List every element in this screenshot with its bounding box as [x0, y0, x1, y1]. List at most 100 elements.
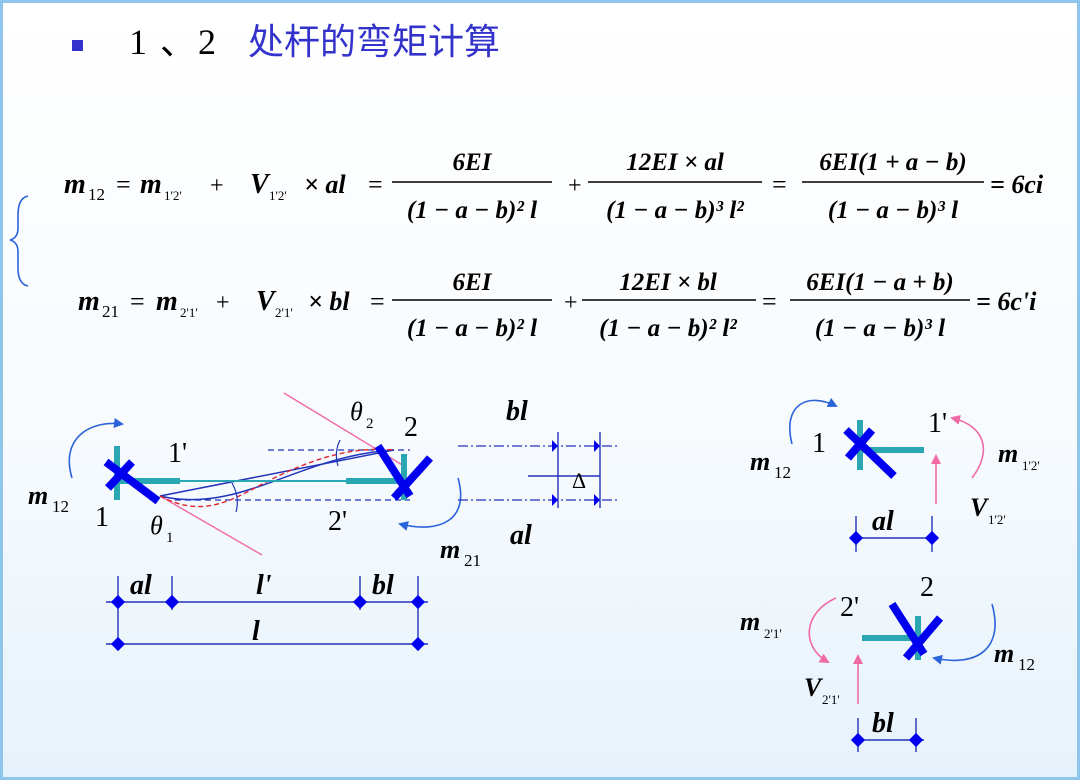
fbd-top-m12: m	[750, 447, 770, 476]
dim-tick-6	[410, 636, 426, 652]
eq2-lhs-sub: 21	[102, 302, 119, 321]
node2-member-stub	[391, 455, 433, 501]
dim-l-label: l	[252, 616, 260, 647]
beam-node1-label: 1	[95, 502, 109, 533]
fbd-top-member-stub	[844, 427, 876, 461]
eq2-equals-3: =	[762, 287, 777, 316]
eq2-frac1-den: (1 − a − b)² l	[407, 315, 537, 342]
fbd-top-m1p2p: m	[998, 439, 1018, 468]
frame-right	[1077, 0, 1080, 780]
fbd-top-m12-sub: 12	[774, 463, 791, 482]
beam-theta1-label: θ	[150, 511, 163, 540]
fbd-top-m1p2p-arrow	[950, 414, 985, 479]
eq2-result: = 6c'i	[976, 287, 1037, 316]
eq1-result: = 6ci	[990, 170, 1044, 199]
dim-al-label: al	[130, 570, 152, 601]
chord-line	[159, 449, 395, 497]
fbd-bottom-m12-arrow	[932, 603, 996, 665]
beam-m21-sub: 21	[464, 551, 481, 570]
eq2-frac3-num: 6EI(1 − a + b)	[806, 269, 953, 296]
eq1-plus: +	[210, 173, 224, 199]
offset-tick-4	[594, 494, 600, 506]
fbd-bottom-member-stub	[902, 615, 944, 661]
eq2-lhs: m	[78, 286, 100, 317]
beam-bl-top-label: bl	[506, 396, 528, 427]
eq1-frac2-den: (1 − a − b)³ l²	[606, 197, 744, 224]
eq2-equals-2: =	[370, 287, 385, 316]
beam-node2p-label: 2'	[328, 506, 347, 537]
fbd-bottom-m2p1p-sub: 2'1'	[764, 626, 782, 641]
frame-top	[0, 0, 1080, 3]
eq2-term2-tail: × bl	[308, 287, 350, 316]
eq2-plus: +	[216, 290, 230, 316]
dim-lp-label: l'	[256, 570, 272, 601]
beam-al-label: al	[510, 520, 532, 551]
eq2-term1: m	[156, 286, 178, 317]
eq2-term2-sub: 2'1'	[275, 305, 293, 320]
eq2-plus-2: +	[564, 290, 578, 316]
equation-brace	[9, 195, 29, 287]
beam-m12-sub: 12	[52, 497, 69, 516]
m21-arrow	[398, 477, 462, 531]
beam-theta2-label: θ	[350, 397, 363, 426]
beam-theta1-sub: 1	[166, 530, 174, 546]
fbd-bottom-v: V	[804, 673, 824, 702]
fbd-top-v: V	[970, 493, 990, 522]
equation-1: m 12 = m 1'2' + V 1'2' × al = 6EI (1 − a…	[64, 149, 1044, 224]
eq1-term1-sub: 1'2'	[164, 188, 182, 203]
node1-member-stub	[105, 459, 135, 491]
eq1-frac3-num: 6EI(1 + a − b)	[819, 149, 966, 176]
eq1-frac3-den: (1 − a − b)³ l	[828, 197, 958, 224]
offset-tick-1	[552, 440, 558, 452]
equation-2: m 21 = m 2'1' + V 2'1' × bl = 6EI (1 − a…	[78, 269, 1037, 342]
fbd-bottom-dim-bl: bl	[872, 708, 894, 739]
fbd-top-tick-2	[924, 530, 940, 546]
dim-tick-3	[352, 594, 368, 610]
fbd-bottom-node2p: 2'	[840, 592, 859, 623]
frame-bottom	[0, 777, 1080, 780]
eq2-frac1-num: 6EI	[453, 269, 493, 296]
bullet-icon	[72, 39, 83, 51]
beam-node1p-label: 1'	[168, 438, 187, 469]
eq1-equals: =	[116, 170, 131, 199]
beam-theta2-sub: 2	[366, 416, 374, 432]
node1-member	[103, 458, 161, 505]
eq1-frac2-num: 12EI × al	[626, 149, 724, 176]
offset-tick-3	[552, 494, 558, 506]
dim-tick-4	[410, 594, 426, 610]
eq1-equals-3: =	[772, 170, 787, 199]
fbd-top-tick-1	[848, 530, 864, 546]
fbd-top-m1p2p-sub: 1'2'	[1022, 458, 1040, 473]
eq1-term2-sub: 1'2'	[269, 188, 287, 203]
beam-m12-label: m	[28, 481, 48, 510]
slide-title: 1 、2 处杆的弯矩计算	[72, 14, 500, 64]
fbd-bottom: 2 2' m 2'1' m 12 V 2'1' bl	[740, 572, 1035, 752]
eq1-term2-tail: × al	[304, 170, 346, 199]
beam-node2-label: 2	[404, 412, 418, 443]
frame-left	[0, 0, 3, 780]
fbd-top-v-sub: 1'2'	[988, 512, 1006, 527]
fbd-top: 1 1' m 12 m 1'2' V 1'2' al	[750, 397, 1040, 552]
fbd-top-node1: 1	[812, 428, 826, 459]
fbd-top-m12-arrow	[789, 397, 838, 445]
m12-arrow	[68, 418, 124, 479]
rotation-line-1	[159, 495, 263, 556]
eq2-frac3-den: (1 − a − b)³ l	[815, 315, 945, 342]
theta2-arc	[335, 439, 341, 467]
beam-delta-label: Δ	[572, 468, 586, 493]
fbd-bottom-v-sub: 2'1'	[822, 692, 840, 707]
eq2-equals: =	[130, 287, 145, 316]
beam-diagram: m 12 1 1' θ 1 θ 2 2 2' m 21 bl Δ al	[28, 392, 620, 652]
fbd-bottom-m12: m	[994, 639, 1014, 668]
eq2-term1-sub: 2'1'	[180, 305, 198, 320]
eq2-term2: V	[256, 286, 277, 317]
fbd-bottom-tick-2	[908, 732, 924, 748]
eq1-lhs: m	[64, 169, 86, 200]
fbd-top-dim-al: al	[872, 506, 894, 537]
dim-tick-2	[164, 594, 180, 610]
eq2-frac2-num: 12EI × bl	[619, 269, 717, 296]
fbd-top-member	[843, 427, 897, 479]
title-text: 处杆的弯矩计算	[248, 22, 501, 63]
eq1-lhs-sub: 12	[88, 185, 105, 204]
